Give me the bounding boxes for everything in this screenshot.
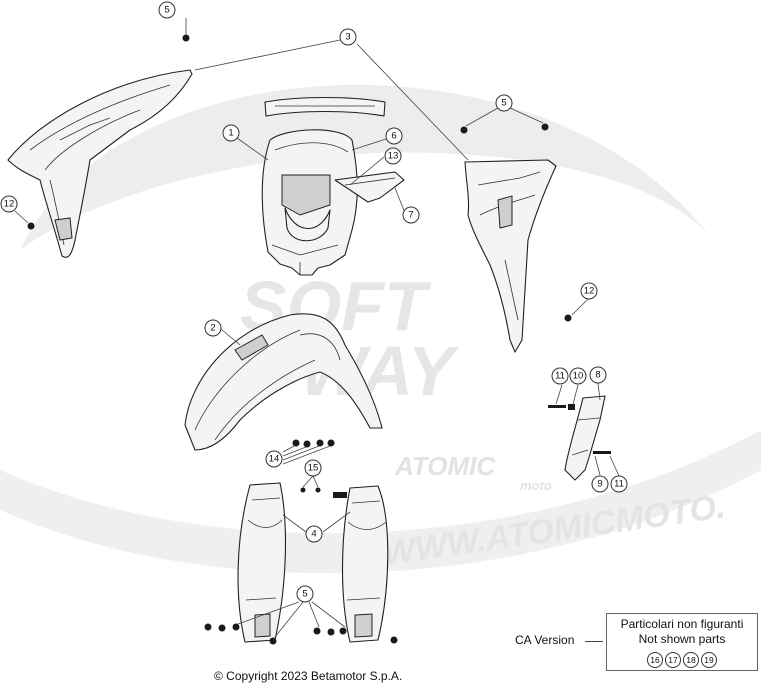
callout-10: 10 (569, 367, 587, 385)
fork-guard-right (341, 485, 389, 643)
headlight-side-panel (334, 171, 405, 203)
ca-version-leader (585, 641, 603, 642)
bolt-icon (460, 126, 468, 134)
svg-text:4: 4 (311, 529, 316, 540)
svg-text:11: 11 (555, 371, 565, 382)
headlight-mask (261, 129, 358, 276)
callout-13: 13 (384, 147, 402, 165)
svg-text:1: 1 (228, 128, 233, 139)
callout-2: 2 (204, 319, 222, 337)
callout-14: 14 (265, 450, 283, 468)
bolt-icon (303, 440, 311, 448)
notes-italian-label: Particolari non figuranti (620, 617, 744, 631)
svg-text:10: 10 (573, 371, 584, 382)
svg-text:9: 9 (597, 479, 602, 490)
ref-callout: 16 (647, 652, 663, 668)
svg-text:11: 11 (614, 479, 624, 490)
bolt-icon (390, 636, 398, 644)
bolt-icon (204, 623, 212, 631)
bolt-icon (327, 439, 335, 447)
copyright-notice: © Copyright 2023 Betamotor S.p.A. (214, 669, 403, 683)
bolt-icon (182, 34, 190, 42)
watermark-brand-sub: moto (520, 478, 552, 493)
callout-9: 9 (591, 475, 609, 493)
bolt-icon (269, 637, 277, 645)
leader-lines (14, 18, 620, 638)
callout-12: 12 (580, 282, 598, 300)
svg-text:5: 5 (302, 589, 307, 600)
bolt-icon (27, 222, 35, 230)
watermark-url: WWW.ATOMICMOTO. (381, 487, 728, 573)
ca-version-label: CA Version (515, 633, 575, 647)
callout-15: 15 (304, 459, 322, 477)
screw-icon (548, 405, 566, 408)
callout-5: 5 (158, 1, 176, 19)
svg-text:12: 12 (4, 199, 15, 210)
clip-icon (333, 492, 347, 498)
bolt-icon (218, 624, 226, 632)
callout-3: 3 (339, 28, 357, 46)
svg-text:5: 5 (501, 98, 506, 109)
callout-12: 12 (0, 195, 18, 213)
svg-text:5: 5 (164, 5, 169, 16)
ref-callout: 18 (683, 652, 699, 668)
bolt-icon (327, 628, 335, 636)
svg-text:2: 2 (210, 323, 215, 334)
callout-5: 5 (495, 94, 513, 112)
svg-text:7: 7 (408, 210, 413, 221)
callout-5: 5 (296, 585, 314, 603)
callout-1: 1 (222, 124, 240, 142)
svg-text:12: 12 (584, 286, 595, 297)
svg-text:6: 6 (391, 131, 396, 142)
bolt-icon (541, 123, 549, 131)
bolt-icon (313, 627, 321, 635)
spacer-icon (568, 404, 575, 410)
callout-11: 11 (610, 475, 628, 493)
callout-11: 11 (551, 367, 569, 385)
svg-text:13: 13 (388, 151, 399, 162)
screw-icon (593, 451, 611, 454)
bolt-icon (300, 487, 306, 493)
fasteners (27, 34, 611, 645)
ref-callout: 19 (701, 652, 717, 668)
bolt-icon (339, 627, 347, 635)
ref-callout: 17 (665, 652, 681, 668)
bolt-icon (316, 439, 324, 447)
bolt-icon (564, 314, 572, 322)
svg-text:8: 8 (595, 370, 600, 381)
side-bracket (564, 395, 606, 481)
bolt-icon (292, 439, 300, 447)
notes-english-label: Not shown parts (638, 632, 726, 646)
bolt-icon (315, 487, 321, 493)
svg-text:15: 15 (308, 463, 319, 474)
front-fender (184, 313, 383, 451)
right-radiator-shroud (464, 159, 557, 353)
bolt-icon (232, 623, 240, 631)
callout-8: 8 (589, 366, 607, 384)
left-radiator-shroud (7, 69, 193, 258)
svg-text:14: 14 (269, 454, 280, 465)
watermark-brand: ATOMIC (394, 451, 496, 481)
callout-6: 6 (385, 127, 403, 145)
callout-4: 4 (305, 525, 323, 543)
svg-text:3: 3 (345, 32, 350, 43)
callout-7: 7 (402, 206, 420, 224)
fork-guard-left (237, 482, 287, 643)
number-plate-strip (264, 96, 386, 117)
not-shown-parts-box: Particolari non figuranti Not shown part… (606, 613, 758, 671)
